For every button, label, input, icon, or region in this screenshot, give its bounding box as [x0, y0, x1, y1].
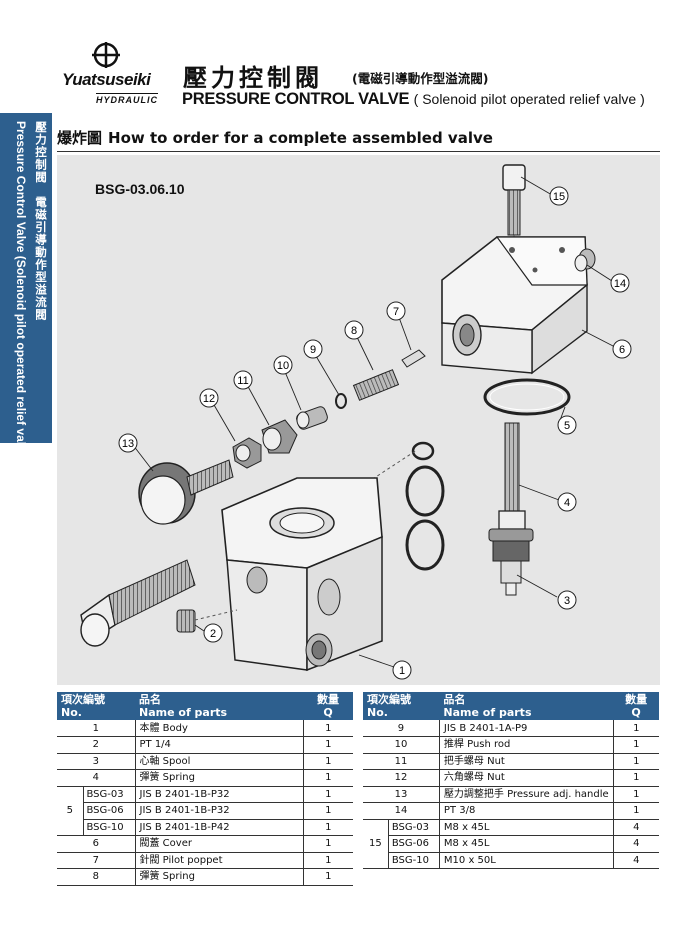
svg-text:6: 6 — [619, 344, 625, 356]
exploded-parts-illustration: 1 2 3 4 5 6 7 8 9 10 11 12 13 14 15 — [80, 164, 632, 680]
brand-logo-mark — [92, 42, 120, 68]
part-13-handle — [138, 459, 234, 525]
part-6-cover — [441, 236, 588, 375]
svg-text:10: 10 — [277, 360, 289, 372]
callout-8: 8 — [344, 320, 364, 340]
svg-text:2: 2 — [210, 628, 216, 640]
callout-6: 6 — [612, 339, 632, 359]
part-4-spring — [504, 422, 520, 514]
callout-5: 5 — [557, 415, 577, 435]
callout-11: 11 — [233, 370, 253, 390]
part-5-o-ring — [483, 378, 571, 416]
svg-text:15: 15 — [553, 191, 565, 203]
section-heading-chinese: 爆炸圖 — [57, 129, 103, 147]
part-7-pilot-poppet — [401, 349, 426, 368]
part-8-spring — [352, 369, 400, 401]
side-tab-english: Pressure Control Valve (Solenoid pilot o… — [14, 121, 28, 463]
callout-13: 13 — [118, 433, 138, 453]
callout-3: 3 — [557, 590, 577, 610]
callout-labels: 1 2 3 4 5 6 7 8 9 10 11 12 13 14 15 — [118, 186, 632, 680]
title-chinese-sub: (電磁引導動作型溢流閥) — [352, 71, 489, 86]
brand-name: Yuatsuseiki — [62, 70, 151, 89]
part-1-body — [221, 477, 383, 672]
part-14-plug — [574, 248, 596, 272]
callout-14: 14 — [610, 273, 630, 293]
svg-text:9: 9 — [310, 344, 316, 356]
callout-2: 2 — [203, 623, 223, 643]
svg-text:8: 8 — [351, 325, 357, 337]
title-english-sub: ( Solenoid pilot operated relief valve ) — [413, 91, 645, 107]
section-heading-english: How to order for a complete assembled va… — [108, 129, 493, 147]
svg-text:13: 13 — [122, 438, 134, 450]
callout-7: 7 — [386, 301, 406, 321]
callout-1: 1 — [392, 660, 412, 680]
side-tab — [0, 113, 52, 443]
callout-9: 9 — [303, 339, 323, 359]
callout-10: 10 — [273, 355, 293, 375]
svg-text:5: 5 — [564, 420, 570, 432]
svg-text:14: 14 — [614, 278, 626, 290]
callout-15: 15 — [549, 186, 569, 206]
part-2-set-screw — [176, 609, 238, 633]
svg-text:3: 3 — [564, 595, 570, 607]
title-english: PRESSURE CONTROL VALVE ( Solenoid pilot … — [182, 90, 645, 109]
part-15-cap-screw — [80, 559, 196, 647]
title-english-main: PRESSURE CONTROL VALVE — [182, 90, 410, 108]
section-divider — [57, 151, 660, 152]
callout-12: 12 — [199, 388, 219, 408]
section-heading: 爆炸圖 How to order for a complete assembled… — [57, 127, 493, 148]
part-11-handle-nut — [261, 419, 298, 454]
side-tab-chinese: 壓力控制閥 電磁引導動作型溢流閥 — [34, 121, 48, 321]
brand-subtitle: HYDRAULIC — [96, 93, 158, 105]
svg-text:12: 12 — [203, 393, 215, 405]
svg-text:11: 11 — [237, 375, 248, 387]
title-chinese: 壓力控制閥 — [183, 64, 323, 92]
part-15-bolt — [502, 164, 526, 250]
callout-4: 4 — [557, 492, 577, 512]
model-number: BSG-03.06.10 — [95, 181, 185, 197]
part-3-spool — [488, 510, 534, 596]
part-12-hex-nut — [232, 437, 262, 469]
part-9-o-ring — [335, 393, 347, 409]
svg-text:7: 7 — [393, 306, 399, 318]
part-10-push-rod — [296, 406, 328, 430]
svg-text:1: 1 — [399, 665, 405, 677]
svg-text:4: 4 — [564, 497, 570, 509]
